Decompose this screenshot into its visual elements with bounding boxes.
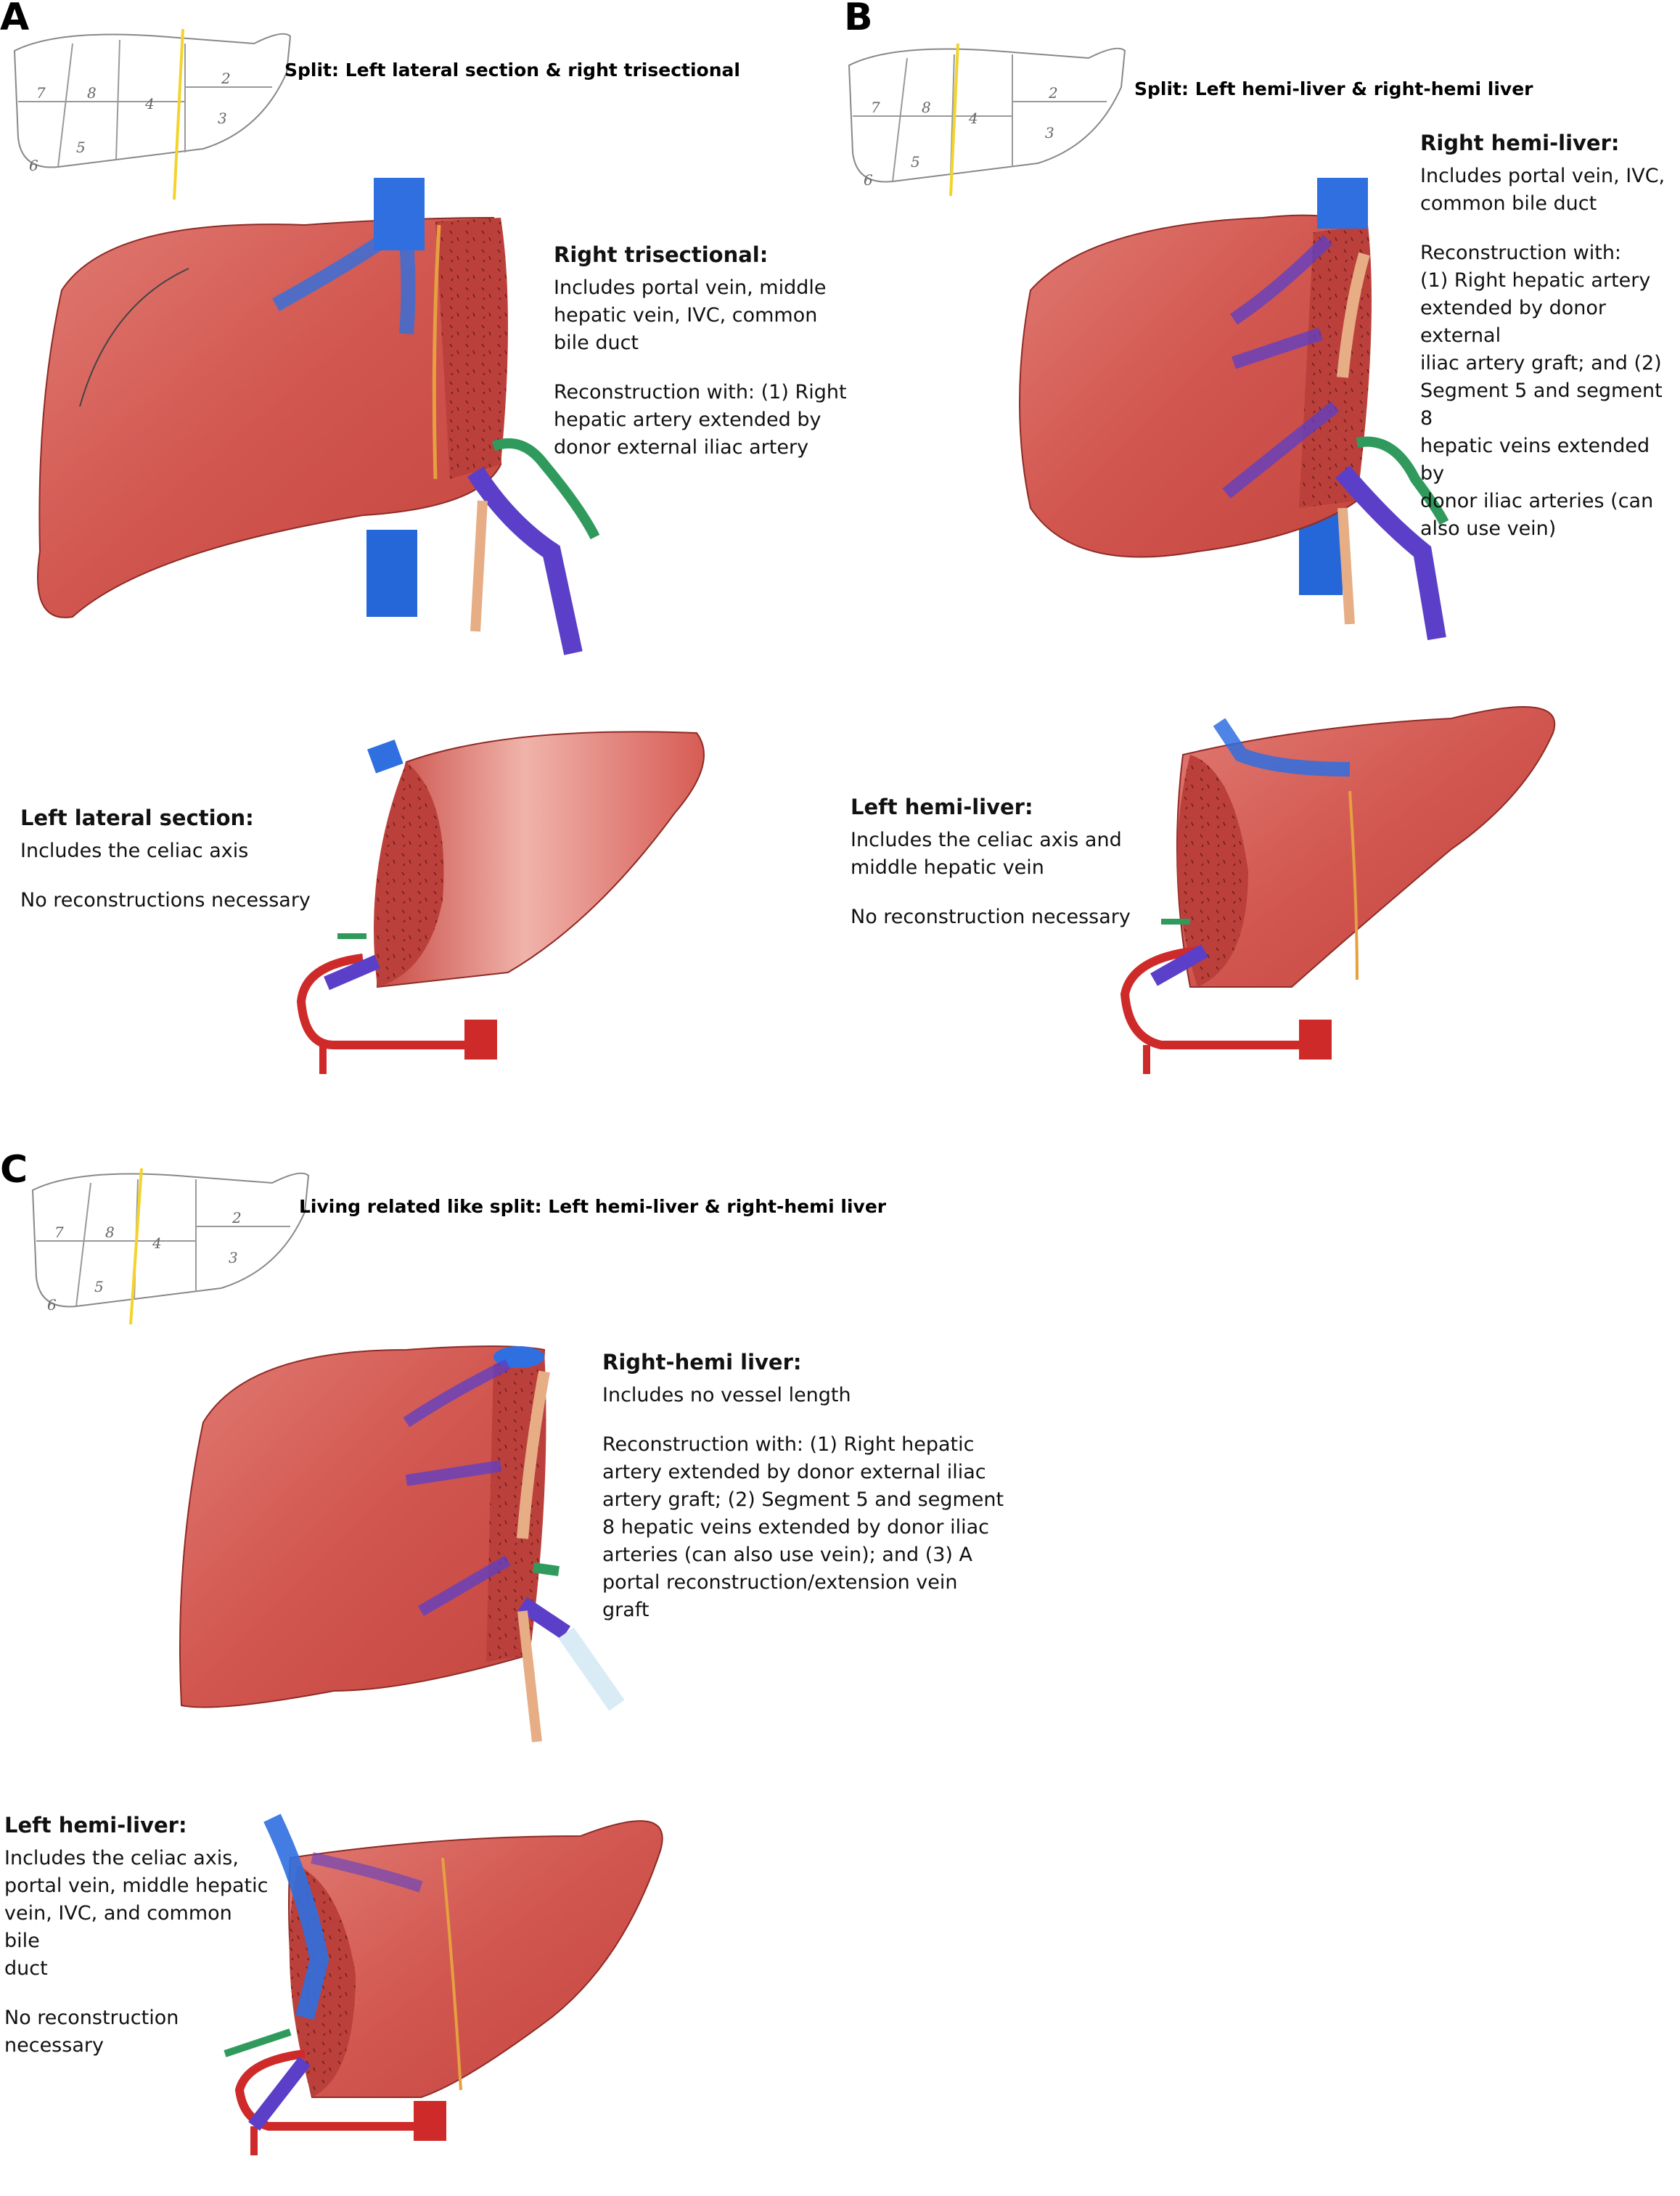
svg-text:8: 8 [87,84,97,102]
svg-text:7: 7 [36,84,46,102]
left-graft-reconstruction: No reconstruction necessary [851,906,1131,928]
left-graft-heading: Left hemi-liver: [851,795,1033,819]
split-title-A: Split: Left lateral section & right tris… [284,60,740,81]
left-graft-includes: Includes the celiac axis, portal vein, m… [4,1847,269,1980]
left-graft-heading: Left hemi-liver: [4,1813,187,1837]
right-graft-text-B: Right hemi-liver: Includes portal vein, … [1420,129,1674,543]
svg-text:5: 5 [76,139,86,156]
split-title-B: Split: Left hemi-liver & right-hemi live… [1134,78,1533,99]
svg-text:7: 7 [54,1224,64,1241]
liver-right-hemi-C [179,1345,625,1742]
right-graft-reconstruction: Reconstruction with: (1) Right hepatic a… [1420,242,1663,540]
right-graft-includes: Includes no vessel length [602,1384,851,1406]
segment-map-B: 7 8 4 2 3 5 6 [848,43,1126,197]
left-graft-reconstruction: No reconstruction necessary [4,2007,179,2057]
svg-text:3: 3 [1045,124,1054,142]
left-graft-text-B: Left hemi-liver: Includes the celiac axi… [851,793,1170,931]
svg-text:5: 5 [911,153,920,171]
panel-letter-C: C [0,1148,28,1192]
liver-right-trisection-A [37,178,600,655]
right-graft-reconstruction: Reconstruction with: (1) Right hepatic a… [554,381,847,459]
panel-letter-B: B [844,0,873,39]
right-graft-text-A: Right trisectional: Includes portal vein… [554,241,873,462]
left-graft-heading: Left lateral section: [20,806,254,830]
right-graft-heading: Right trisectional: [554,242,769,267]
svg-text:3: 3 [229,1249,238,1266]
svg-text:3: 3 [218,110,227,127]
svg-text:6: 6 [29,157,38,174]
segment-map-C: 7 8 4 2 3 5 6 [31,1168,310,1325]
svg-text:2: 2 [1048,84,1058,102]
right-graft-includes: Includes portal vein, IVC, common bile d… [1420,165,1665,215]
liver-right-hemi-B [1019,178,1449,641]
svg-text:5: 5 [94,1278,104,1295]
right-graft-heading: Right hemi-liver: [1420,131,1620,155]
left-graft-includes: Includes the celiac axis and middle hepa… [851,829,1122,879]
svg-text:4: 4 [152,1234,162,1252]
split-title-C: Living related like split: Left hemi-liv… [299,1196,887,1217]
right-graft-text-C: Right-hemi liver: Includes no vessel len… [602,1348,1009,1624]
left-graft-reconstruction: No reconstructions necessary [20,889,311,911]
liver-left-hemi-C [224,1814,663,2155]
left-graft-text-C: Left hemi-liver: Includes the celiac axi… [4,1811,273,2060]
right-graft-heading: Right-hemi liver: [602,1350,802,1374]
panel-letter-A: A [0,0,30,39]
svg-text:2: 2 [221,70,231,87]
svg-text:2: 2 [231,1209,242,1226]
svg-text:8: 8 [105,1224,115,1241]
liver-left-lateral-A [296,731,705,1074]
svg-text:4: 4 [968,110,978,127]
svg-text:7: 7 [871,99,880,116]
right-graft-includes: Includes portal vein, middle hepatic vei… [554,276,827,354]
svg-text:4: 4 [144,95,155,112]
liver-left-hemi-B [1120,706,1556,1074]
left-graft-includes: Includes the celiac axis [20,840,249,862]
left-graft-text-A: Left lateral section: Includes the celia… [20,804,340,914]
svg-text:8: 8 [922,99,931,116]
segment-map-A: 7 8 4 2 3 5 6 [13,28,292,200]
svg-text:6: 6 [864,171,873,189]
right-graft-reconstruction: Reconstruction with: (1) Right hepatic a… [602,1433,1004,1621]
svg-text:6: 6 [47,1296,57,1314]
